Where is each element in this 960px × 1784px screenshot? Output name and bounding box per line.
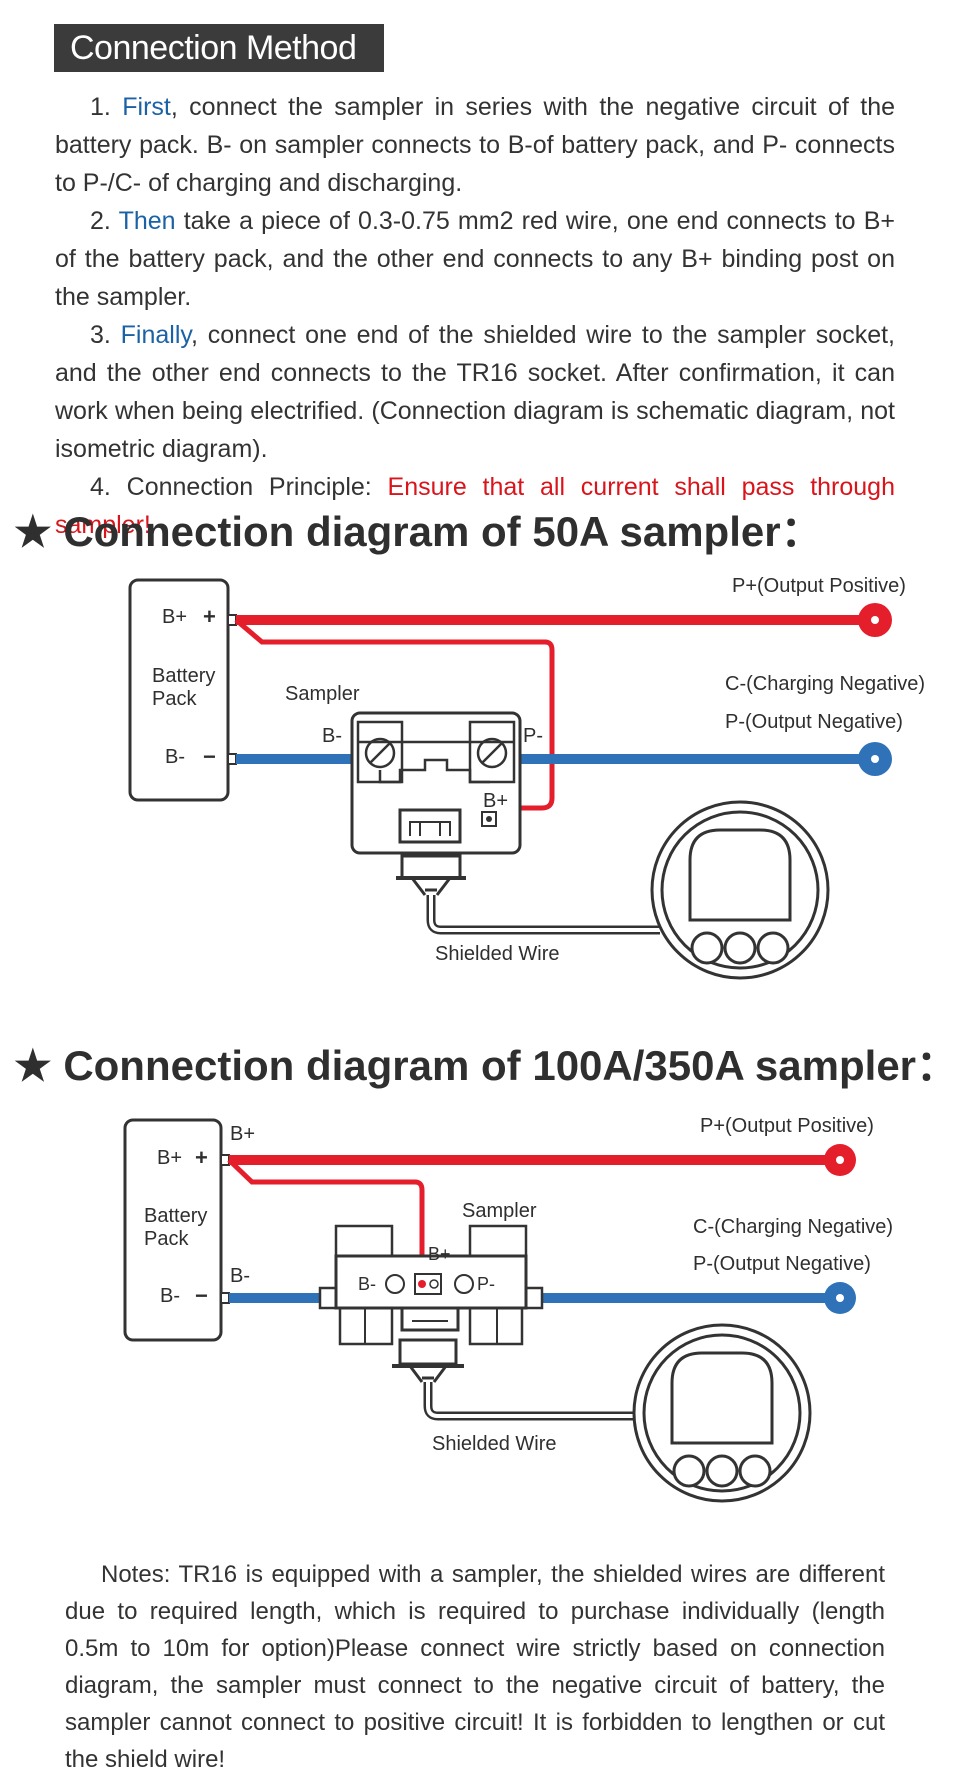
- step-3: 3. Finally, connect one end of the shiel…: [55, 316, 895, 468]
- sampler-shunt: [358, 740, 514, 784]
- shielded-wire-core: [429, 895, 660, 932]
- shielded-wire-label: Shielded Wire: [432, 1433, 557, 1455]
- battery-pos-terminal: [220, 1154, 230, 1166]
- bolt-slot: [481, 742, 503, 764]
- step-text: , connect the sampler in series with the…: [55, 93, 895, 197]
- tr16-button-2-icon: [723, 931, 757, 965]
- step-number: 1.: [90, 93, 111, 121]
- battery-pack-box: [123, 1118, 223, 1342]
- sampler-label: Sampler: [462, 1200, 537, 1222]
- plug-boot: [408, 1365, 448, 1383]
- step-number: 2.: [90, 207, 111, 235]
- tr16-display-icon: [670, 1351, 774, 1445]
- battery-neg-terminal: [220, 1292, 230, 1304]
- sampler-bpos-post: [414, 1273, 442, 1295]
- battery-neg-label: B-: [165, 746, 185, 768]
- battery-label-line2: Pack: [144, 1228, 189, 1250]
- step-warning: Ensure that all current shall pass throu…: [55, 473, 895, 539]
- step-text: take a piece of 0.3-0.75 mm2 red wire, o…: [55, 207, 895, 311]
- battery-neg-terminal: [227, 753, 237, 765]
- c-minus-label: C-(Charging Negative): [693, 1216, 893, 1238]
- p-plus-terminal-hole: [871, 616, 879, 624]
- bneg-bolt-icon: [385, 1274, 405, 1294]
- tr16-button-1-icon: [672, 1454, 706, 1488]
- shielded-plug: [398, 1338, 458, 1366]
- shielded-wire: [426, 895, 660, 935]
- tr16-button-2-icon: [705, 1454, 739, 1488]
- battery-label-line1: Battery: [144, 1205, 207, 1227]
- diagram-50a-title: ★ Connection diagram of 50A sampler：: [14, 508, 823, 555]
- plus-sign: +: [195, 1145, 208, 1170]
- minus-sign: −: [195, 1283, 208, 1308]
- p-minus-terminal-hole: [871, 755, 879, 763]
- battery-pos-terminal: [227, 614, 237, 626]
- p-minus-label: P-(Output Negative): [725, 711, 903, 733]
- shielded-wire: [423, 1382, 640, 1421]
- tr16-button-1-icon: [690, 931, 724, 965]
- step-text: , connect one end of the shielded wire t…: [55, 321, 895, 463]
- wire-bneg-label: B-: [230, 1265, 250, 1287]
- bolt-slot: [369, 742, 391, 764]
- shielded-plug: [400, 854, 462, 880]
- sampler-pneg-label: P-: [477, 1274, 495, 1294]
- shielded-wire-core: [426, 1382, 640, 1418]
- battery-label-line2: Pack: [152, 688, 197, 710]
- left-bolt-cap: [334, 1224, 394, 1258]
- red-wire-to-sampler: [227, 1158, 425, 1278]
- wire-bpos-label: B+: [230, 1123, 255, 1145]
- right-bolt-cap: [468, 1224, 528, 1258]
- sampler-pneg-label: P-: [523, 725, 543, 747]
- step-1: 1. First, connect the sampler in series …: [55, 88, 895, 202]
- step-keyword: First: [122, 93, 171, 121]
- plus-sign: +: [203, 604, 216, 629]
- p-minus-label: P-(Output Negative): [693, 1253, 871, 1275]
- socket-pins: [409, 821, 451, 836]
- shielded-wire-label: Shielded Wire: [435, 943, 560, 965]
- battery-pos-label: B+: [157, 1147, 182, 1169]
- battery-pack-box: [128, 578, 230, 802]
- diagram-50a: B+ + Battery Pack B- − P+(Output Positiv…: [128, 575, 925, 980]
- step-keyword: Finally: [120, 321, 192, 349]
- p-plus-terminal-hole: [836, 1156, 844, 1164]
- tr16-button-3-icon: [756, 931, 790, 965]
- step-number: 3.: [90, 321, 111, 349]
- tr16-display-icon: [688, 828, 792, 922]
- sampler-label: Sampler: [285, 683, 360, 705]
- step-number: 4.: [90, 473, 111, 501]
- section-title-connection-method: Connection Method: [54, 24, 384, 72]
- sampler-bpos-label: B+: [428, 1244, 451, 1264]
- bpos-screw-icon: [418, 1280, 426, 1288]
- plug-boot: [410, 877, 452, 896]
- connection-steps: 1. First, connect the sampler in series …: [55, 88, 895, 544]
- sampler-bneg-label: B-: [322, 725, 342, 747]
- notes-text: Notes: TR16 is equipped with a sampler, …: [65, 1561, 885, 1773]
- bpos-screw-icon-2: [429, 1279, 439, 1289]
- diagram-100a-title: ★ Connection diagram of 100A/350A sample…: [14, 1042, 959, 1089]
- sampler-bpos-label: B+: [483, 790, 508, 812]
- red-wire-to-sampler: [234, 618, 555, 811]
- c-minus-label: C-(Charging Negative): [725, 673, 925, 695]
- step-2: 2. Then take a piece of 0.3-0.75 mm2 red…: [55, 202, 895, 316]
- pneg-bolt-icon: [454, 1274, 474, 1294]
- p-minus-terminal-hole: [836, 1294, 844, 1302]
- step-4: 4. Connection Principle: Ensure that all…: [55, 468, 895, 544]
- minus-sign: −: [203, 744, 216, 769]
- battery-label-line1: Battery: [152, 665, 215, 687]
- step-prefix: Connection Principle:: [126, 473, 388, 501]
- notes-section: Notes: TR16 is equipped with a sampler, …: [65, 1556, 885, 1778]
- p-plus-label: P+(Output Positive): [700, 1115, 874, 1137]
- p-plus-label: P+(Output Positive): [732, 575, 906, 597]
- sampler-bneg-label: B-: [358, 1274, 376, 1294]
- battery-neg-label: B-: [160, 1285, 180, 1307]
- bpos-screw-icon: [486, 816, 492, 822]
- battery-pos-label: B+: [162, 606, 187, 628]
- diagram-100a-350a: B+ + Battery Pack B- − B+ B- P+(Output P…: [123, 1115, 893, 1503]
- tr16-button-3-icon: [738, 1454, 772, 1488]
- step-keyword: Then: [118, 207, 176, 235]
- sampler-socket: [400, 1306, 460, 1332]
